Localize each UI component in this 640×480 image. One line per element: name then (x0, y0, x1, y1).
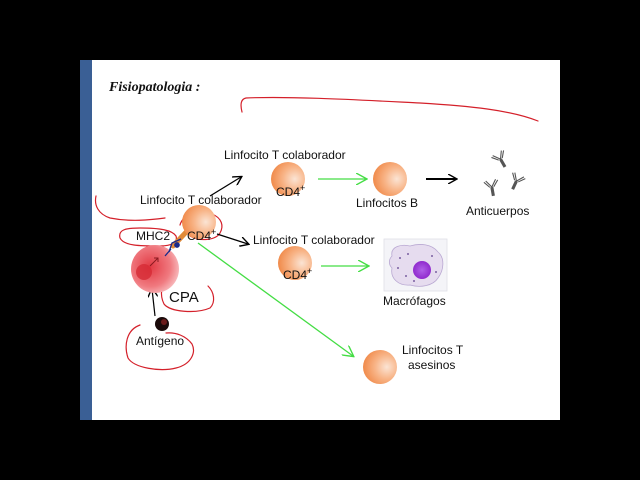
slide-side-bar (80, 60, 92, 420)
apc-nucleus (136, 264, 152, 280)
helper-t-cell-main (182, 205, 216, 239)
label-apc: CPA (169, 289, 199, 306)
cd4-text: CD4 (187, 229, 212, 243)
arrow-helper-to-helper-mid (216, 233, 248, 244)
label-macrophages: Macrófagos (383, 294, 446, 308)
label-antibodies: Anticuerpos (466, 204, 530, 218)
video-right-strip (560, 60, 640, 480)
slide (80, 60, 560, 420)
helper-t-cell-mid (278, 246, 312, 280)
antigen-highlight (161, 319, 167, 325)
arrow-antigen-to-apc (152, 289, 155, 317)
label-killer-line2: asesinos (408, 358, 456, 372)
ink-top-line (240, 96, 539, 122)
cd4-sup: + (300, 183, 306, 193)
arrow-helper-to-helper-top (209, 177, 241, 197)
cd4-text: CD4 (276, 185, 301, 199)
cd4-sup: + (307, 266, 313, 276)
label-helper-main: Linfocito T colaborador (140, 193, 262, 207)
label-helper-mid: Linfocito T colaborador (253, 233, 375, 247)
slide-title: Fisiopatologia : (109, 80, 201, 95)
helper-t-cell-top (271, 162, 305, 196)
ink-left-mark (94, 195, 166, 221)
cd4-label-main: CD4+ (187, 227, 216, 243)
apc-peptide-mark (149, 257, 159, 267)
arrow-helper-to-killer (197, 242, 353, 356)
b-cell (373, 162, 407, 196)
cd4-text: CD4 (283, 268, 308, 282)
ink-antigen-circle (125, 324, 195, 371)
apc-cell (131, 245, 179, 293)
cd4-label-mid: CD4+ (283, 266, 312, 282)
label-mhc2: MHC2 (136, 229, 171, 243)
macrophage-image (383, 238, 448, 292)
label-antigen: Antígeno (136, 334, 185, 348)
label-killer-line1: Linfocitos T (402, 343, 464, 357)
label-helper-top: Linfocito T colaborador (224, 148, 346, 162)
cd4-sup: + (211, 227, 217, 237)
cd4-label-top: CD4+ (276, 183, 305, 199)
label-b-cells: Linfocitos B (356, 196, 419, 210)
killer-t-cell (363, 350, 397, 384)
antibody-icon (483, 150, 526, 197)
ink-mhc2-circle (119, 227, 177, 247)
mhc-receptor-icon (164, 238, 182, 257)
